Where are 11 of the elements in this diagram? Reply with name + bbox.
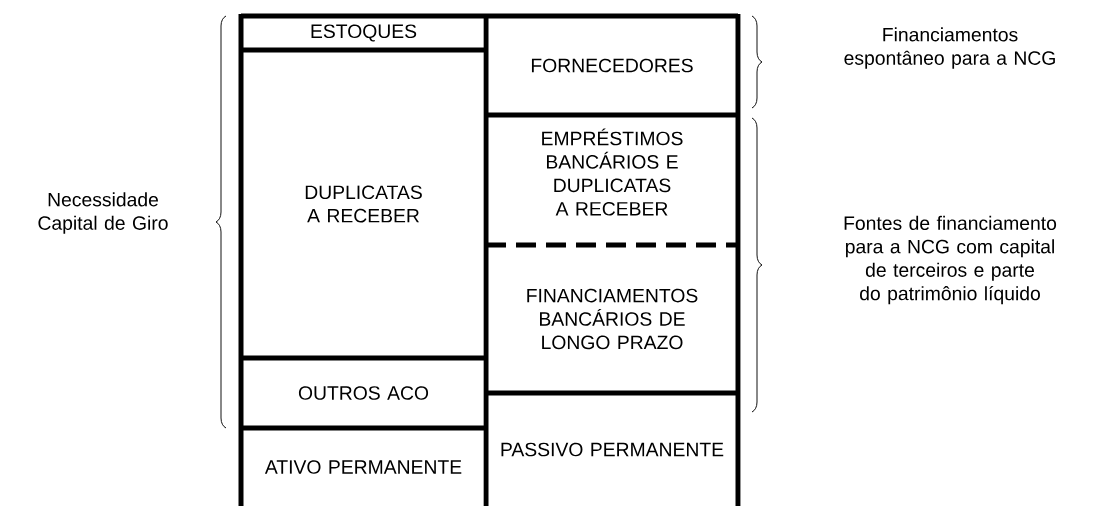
brace-label: Financiamentos espontâneo para a NCG: [844, 27, 1055, 69]
table-cell: OUTROS ACO: [298, 386, 429, 400]
brace-label: Fontes de financiamento para a NCG com capital de terceiros e parte do patrimônio líquido: [844, 215, 1057, 305]
table-cell: FINANCIAMENTOS BANCÁRIOS DE LONGO PRAZO: [527, 288, 698, 350]
brace-label: Necessidade Capital de Giro: [38, 192, 168, 234]
table-cell: PASSIVO PERMANENTE: [501, 442, 724, 457]
table-cell: EMPRÉSTIMOS BANCÁRIOS E DUPLICATAS A RECEBER: [542, 128, 683, 216]
table-cell: DUPLICATAS A RECEBER: [305, 185, 422, 223]
table-cell: ESTOQUES: [311, 24, 417, 42]
table-cell: FORNECEDORES: [531, 58, 693, 73]
table-cell: ATIVO PERMANENTE: [264, 460, 462, 474]
